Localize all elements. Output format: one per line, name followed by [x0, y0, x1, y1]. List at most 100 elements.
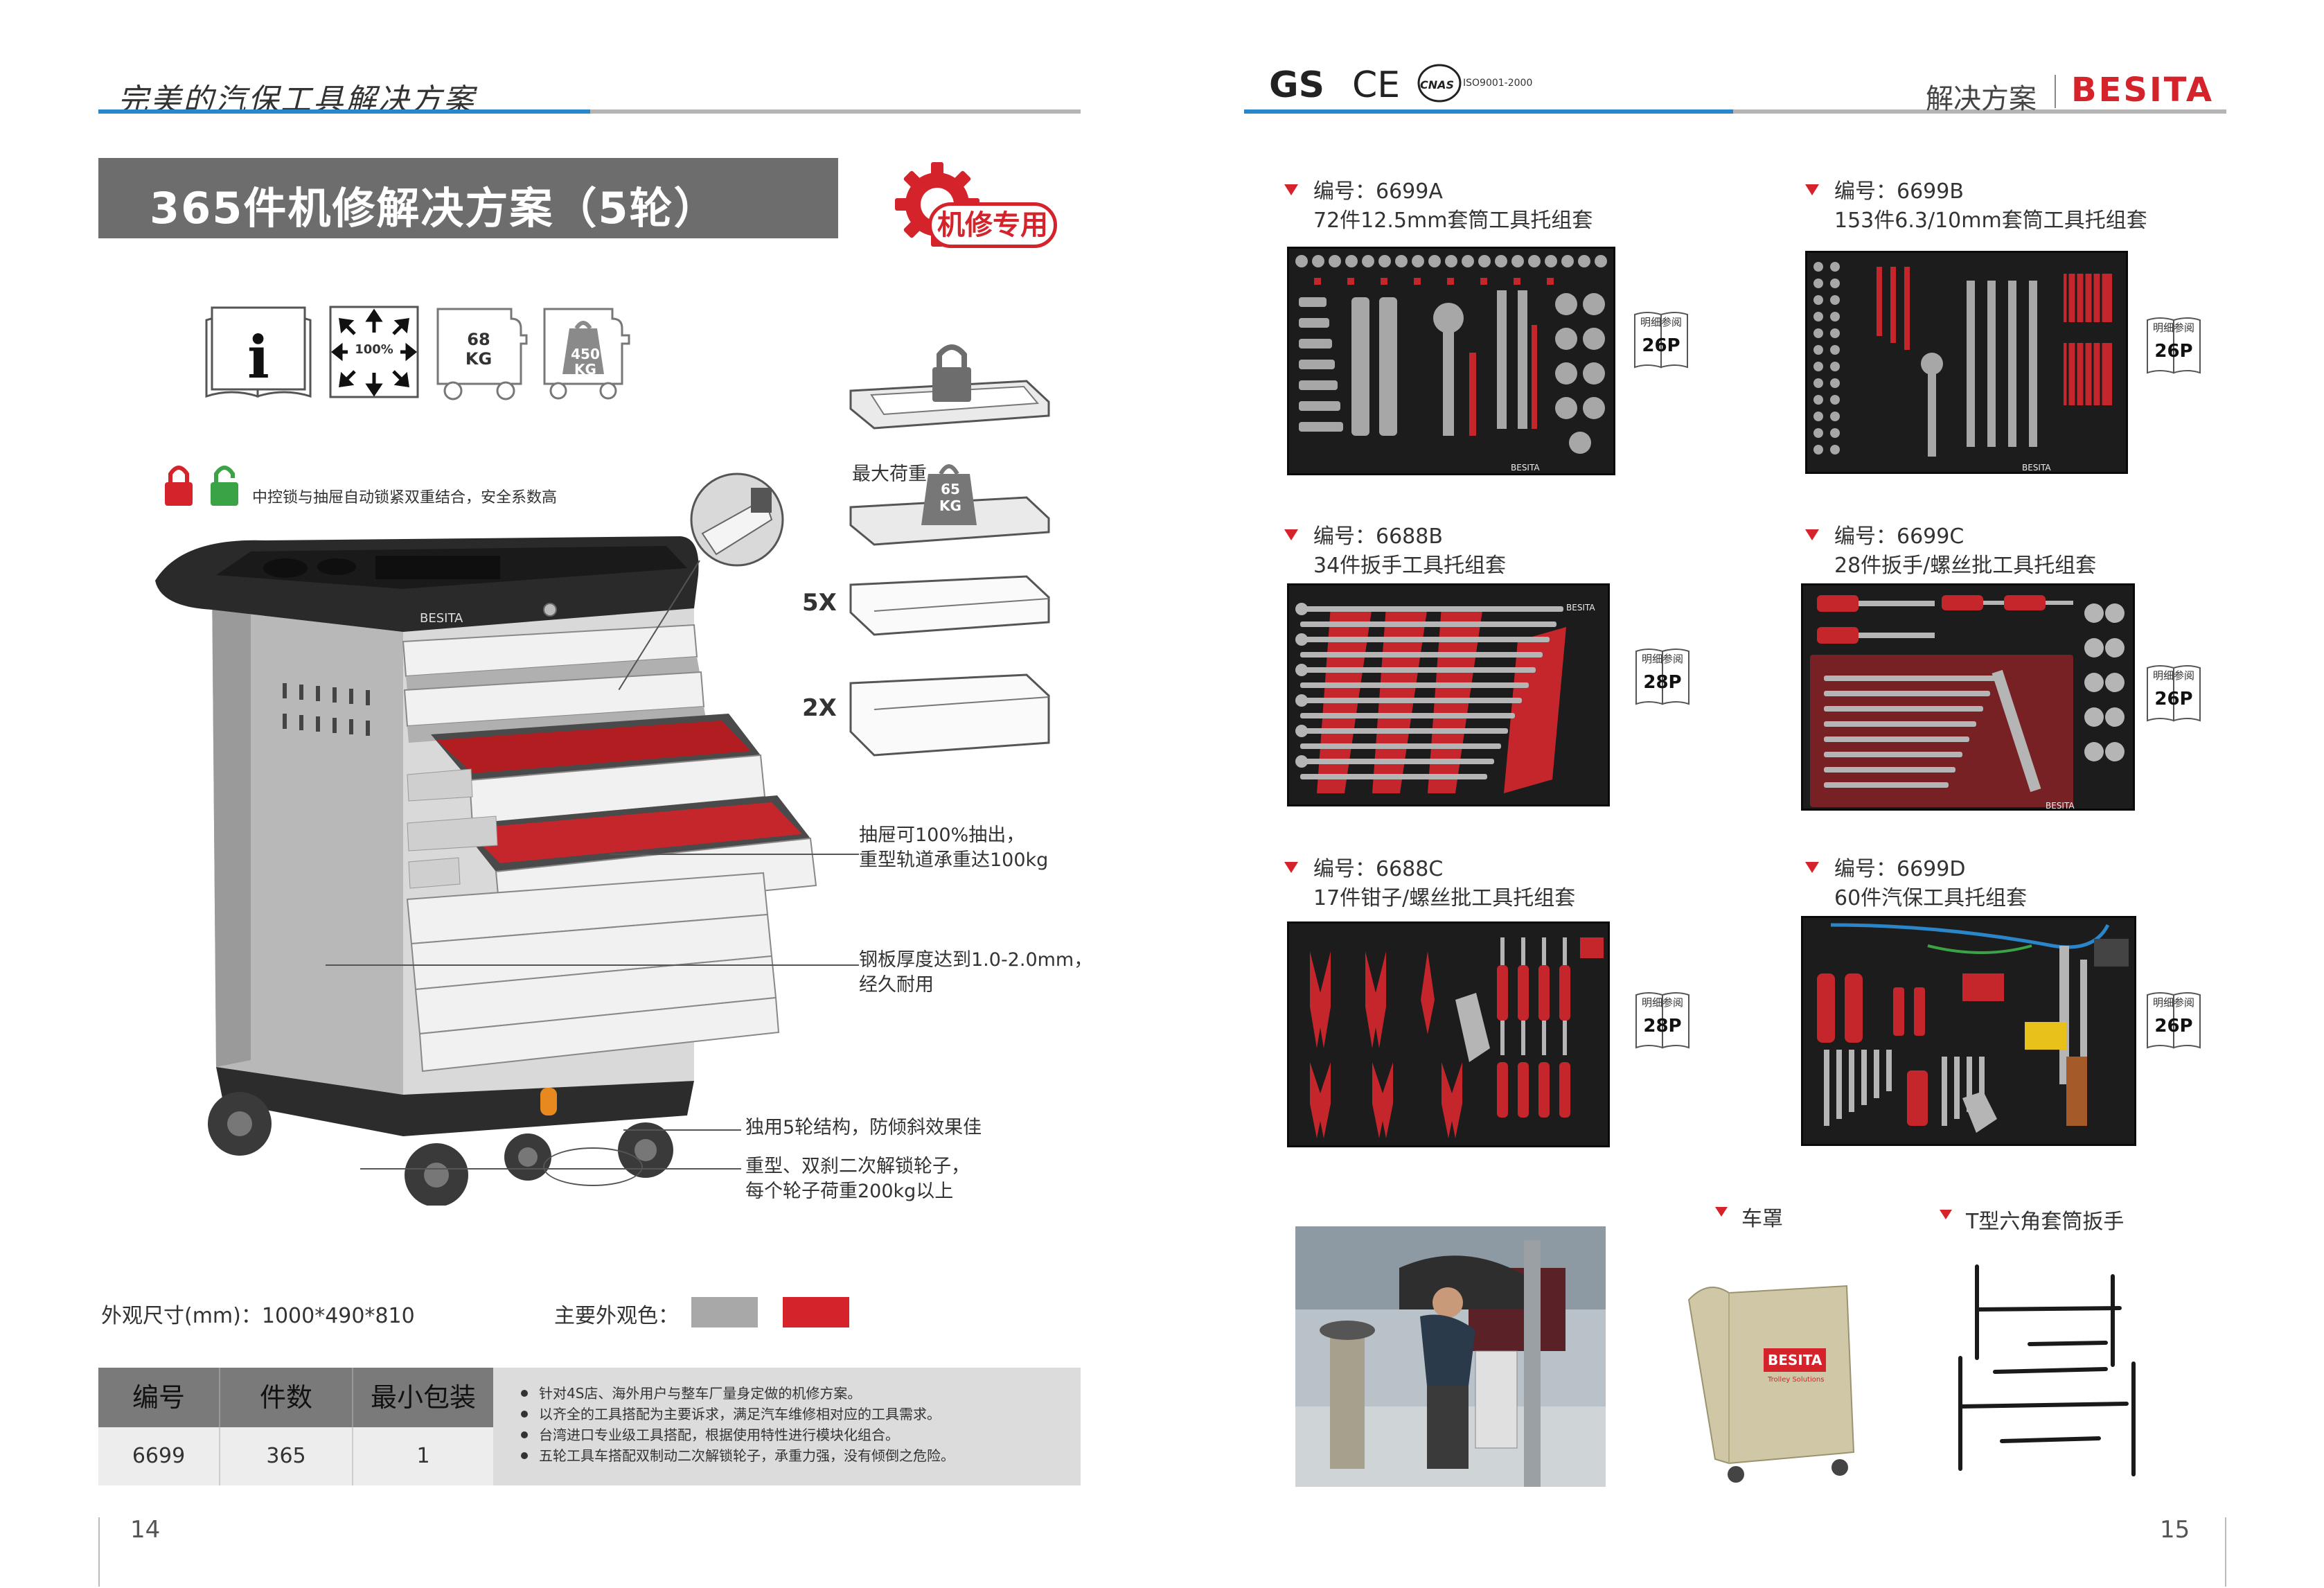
triangle-marker-icon	[1940, 1210, 1952, 1219]
table-cell-code: 6699	[98, 1427, 219, 1485]
page-number-left: 14	[130, 1516, 161, 1544]
product-table: 编号 件数 最小包装 6699 365 1	[98, 1368, 493, 1485]
header-rule-right	[1244, 109, 2226, 114]
header-rule-left	[98, 109, 1081, 114]
gs-cert-icon: GS	[1269, 64, 1323, 106]
cnas-cert-icon: CNAS	[1417, 64, 1462, 103]
drawer-small-icon	[849, 575, 1050, 636]
triangle-marker-icon	[1715, 1207, 1728, 1217]
callout-5wheel: 独用5轮结构，防倾斜效果佳	[745, 1117, 982, 1138]
triangle-marker-icon	[1805, 184, 1819, 195]
net-weight-value: 68 KG	[465, 330, 493, 369]
svg-text:CE: CE	[1352, 64, 1400, 106]
extension-percent: 100%	[355, 342, 393, 357]
toolset-6699c-ref: 明细参阅 26P	[2145, 662, 2203, 723]
manual-icon-letter: i	[247, 323, 269, 391]
extension-arrows-icon	[329, 306, 419, 398]
callout-line-steel	[326, 964, 859, 966]
triangle-marker-icon	[1284, 862, 1298, 873]
page-title: 365件机修解决方案（5轮）	[150, 183, 718, 233]
brand-solutions: 解决方案	[1926, 83, 2037, 115]
toolset-6699c-header: 编号：6699C 28件扳手/螺丝批工具托组套	[1805, 522, 2096, 581]
toolset-6699b-header: 编号：6699B 153件6.3/10mm套筒工具托组套	[1805, 177, 2147, 236]
locked-icon	[165, 466, 193, 506]
callout-wheel: 重型、双刹二次解锁轮子， 每个轮子荷重200kg以上	[745, 1156, 970, 1203]
lock-detail-icon	[690, 473, 784, 567]
toolset-6699d-image	[1801, 916, 2136, 1146]
table-header-pack: 最小包装	[352, 1368, 493, 1427]
cover-subtitle: Trolley Solutions	[1767, 1376, 1824, 1384]
callout-line-drawer	[610, 854, 859, 855]
drawer-load-icon	[849, 464, 1050, 546]
manual-icon	[205, 306, 312, 398]
triangle-marker-icon	[1805, 529, 1819, 540]
table-cell-count: 365	[219, 1427, 352, 1485]
cart-cover-image: BESITA Trolley Solutions	[1687, 1285, 1855, 1483]
book-icon	[1635, 992, 1689, 1049]
callout-steel: 钢板厚度达到1.0-2.0mm， 经久耐用	[859, 949, 1093, 996]
cart-brand: BESITA	[420, 611, 463, 626]
callout-drawer: 抽屉可100%抽出， 重型轨道承重达100kg	[859, 824, 1049, 872]
drawer-large-icon	[849, 673, 1050, 757]
toolset-6699d-header: 编号：6699D 60件汽保工具托组套	[1805, 855, 2027, 913]
svg-text:CNAS: CNAS	[1420, 78, 1454, 91]
svg-text:GS: GS	[1269, 64, 1323, 106]
accessory-t-wrench-label: T型六角套筒扳手	[1940, 1204, 2124, 1235]
toolset-6699d-ref: 明细参阅 26P	[2145, 989, 2203, 1050]
table-header-count: 件数	[219, 1368, 352, 1427]
book-icon	[2147, 317, 2201, 374]
book-icon	[2147, 665, 2201, 722]
workshop-photo	[1295, 1226, 1606, 1487]
brand-logo: BESITA	[2071, 71, 2214, 109]
lock-note: 中控锁与抽屉自动锁紧双重结合，安全系数高	[252, 489, 558, 506]
badge-label: 机修专用	[928, 202, 1057, 248]
color-swatch-gray	[691, 1297, 758, 1327]
left-page: 完美的汽保工具解决方案 365件机修解决方案（5轮） 机修专用	[0, 0, 1150, 1588]
book-icon	[2147, 992, 2201, 1049]
wheel-highlight-ellipse	[543, 1147, 643, 1186]
drawer-count-5x: 5X	[802, 589, 837, 617]
page-number-right: 15	[2160, 1516, 2190, 1544]
dimensions: 外观尺寸(mm)：1000*490*810	[101, 1304, 415, 1328]
toolset-6699a-image: BESITA	[1287, 247, 1615, 475]
max-load-value: 65 KG	[939, 481, 961, 514]
tool-cart-image: BESITA	[155, 536, 817, 1206]
toolset-6699a-ref: 明细参阅 26P	[1632, 309, 1690, 370]
feature-notes: 针对4S店、海外用户与整车厂量身定做的机修方案。 以齐全的工具搭配为主要诉求，满…	[493, 1368, 1081, 1485]
drawer-lock-icon	[849, 344, 1050, 430]
note-item: 以齐全的工具搭配为主要诉求，满足汽车维修相对应的工具需求。	[518, 1404, 1081, 1424]
title-bar: 365件机修解决方案（5轮）	[98, 158, 838, 238]
triangle-marker-icon	[1284, 184, 1298, 195]
triangle-marker-icon	[1805, 862, 1819, 873]
table-cell-pack: 1	[352, 1427, 493, 1485]
toolset-6688c-header: 编号：6688C 17件钳子/螺丝批工具托组套	[1284, 855, 1575, 913]
toolset-6688b-header: 编号：6688B 34件扳手工具托组套	[1284, 522, 1506, 581]
cover-brand: BESITA	[1768, 1352, 1822, 1368]
toolset-6688c-image	[1287, 921, 1610, 1147]
unlocked-icon	[211, 466, 238, 506]
toolset-6688c-ref: 明细参阅 28P	[1633, 989, 1692, 1050]
note-item: 台湾进口专业级工具搭配，根据使用特性进行模块化组合。	[518, 1424, 1081, 1445]
page-edge-right	[2225, 1517, 2226, 1587]
toolset-6699b-ref: 明细参阅 26P	[2145, 315, 2203, 376]
note-item: 针对4S店、海外用户与整车厂量身定做的机修方案。	[518, 1383, 1081, 1404]
book-icon	[1634, 312, 1688, 369]
repair-badge: 机修专用	[887, 159, 1074, 263]
drawer-count-2x: 2X	[802, 694, 837, 722]
t-hex-wrench-image	[1958, 1264, 2136, 1476]
toolset-6699b-image: BESITA	[1805, 251, 2128, 474]
ce-cert-icon: CE	[1352, 64, 1400, 106]
table-header-code: 编号	[98, 1368, 219, 1427]
color-swatch-red	[783, 1297, 849, 1327]
tray-brand: BESITA	[2022, 463, 2051, 473]
accessory-cover-label: 车罩	[1715, 1201, 1783, 1232]
note-item: 五轮工具车搭配双制动二次解锁轮子，承重力强，没有倾倒之危险。	[518, 1445, 1081, 1466]
toolset-6699a-header: 编号：6699A 72件12.5mm套筒工具托组套	[1284, 177, 1593, 236]
toolset-6688b-ref: 明细参阅 28P	[1633, 646, 1692, 707]
callout-line-5wheel	[623, 1129, 741, 1131]
book-icon	[1635, 649, 1689, 705]
load-weight-icon	[543, 308, 630, 400]
colors-label: 主要外观色：	[554, 1304, 679, 1328]
tray-brand: BESITA	[2046, 801, 2075, 811]
toolset-6699c-image: BESITA	[1801, 583, 2135, 811]
